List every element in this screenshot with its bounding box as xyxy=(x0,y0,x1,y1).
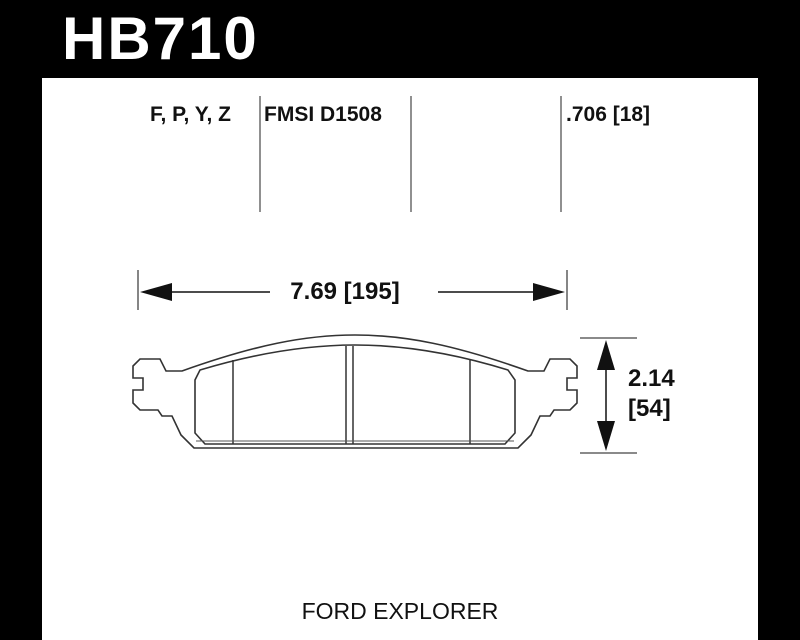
arrow-down-icon xyxy=(597,421,615,451)
friction-material-outline xyxy=(194,344,516,445)
arrow-right-icon xyxy=(533,283,565,301)
backing-plate-outline xyxy=(132,334,578,449)
height-millimeters: [54] xyxy=(628,395,671,422)
compound-list: F, P, Y, Z xyxy=(150,103,231,126)
width-dimension-label: 7.69 [195] xyxy=(270,278,420,306)
height-inches: 2.14 xyxy=(628,365,675,392)
left-border xyxy=(0,0,42,640)
pad-thickness: .706 [18] xyxy=(566,103,651,126)
fmsi-number: FMSI D1508 xyxy=(264,103,382,126)
part-number-title: HB710 xyxy=(62,5,259,72)
arrow-up-icon xyxy=(597,340,615,370)
vehicle-application: FORD EXPLORER xyxy=(301,598,499,624)
height-dimension-label: 2.14 [54] xyxy=(628,364,675,424)
arrow-left-icon xyxy=(140,283,172,301)
header-bar xyxy=(0,0,800,78)
right-border xyxy=(758,0,800,640)
